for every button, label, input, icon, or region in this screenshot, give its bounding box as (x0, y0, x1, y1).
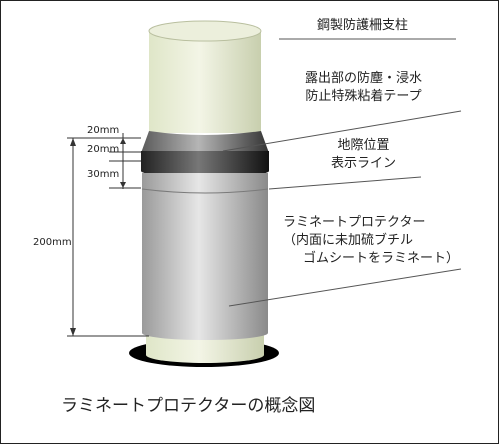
protector-label-line: （内面に未加硫ブチル (283, 233, 414, 248)
leader-lines (222, 38, 462, 307)
dim-total: 200mm (33, 237, 72, 248)
dimension-lines (67, 133, 149, 337)
protector-label-line: ゴムシートをラミネート） (303, 251, 460, 266)
ground-label-line: 表示ライン (331, 156, 397, 171)
dim-tape-bottom: 20mm (87, 144, 120, 155)
adhesive-tape-upper (141, 131, 269, 153)
protector-label-line: ラミネートプロテクター (283, 215, 426, 230)
dimension-arrows (70, 138, 126, 336)
tape-label: 露出部の防塵・浸水 防止特殊粘着テープ (305, 70, 422, 106)
ground-level-line (141, 188, 269, 194)
dim-upper-protector: 30mm (87, 169, 120, 180)
diagram-caption: ラミネートプロテクターの概念図 (61, 396, 316, 416)
ground-line-label: 地際位置 表示ライン (331, 137, 396, 173)
tape-label-line: 露出部の防塵・浸水 (305, 71, 423, 86)
protector-label: ラミネートプロテクター （内面に未加硫ブチル ゴムシートをラミネート） (283, 214, 459, 268)
dim-tape-top: 20mm (87, 125, 120, 136)
laminate-protector (142, 173, 268, 333)
ground-label-line: 地際位置 (337, 138, 390, 153)
tape-label-line: 防止特殊粘着テープ (305, 89, 422, 104)
post-label: 鋼製防護柵支柱 (317, 18, 409, 33)
steel-post (149, 31, 261, 133)
